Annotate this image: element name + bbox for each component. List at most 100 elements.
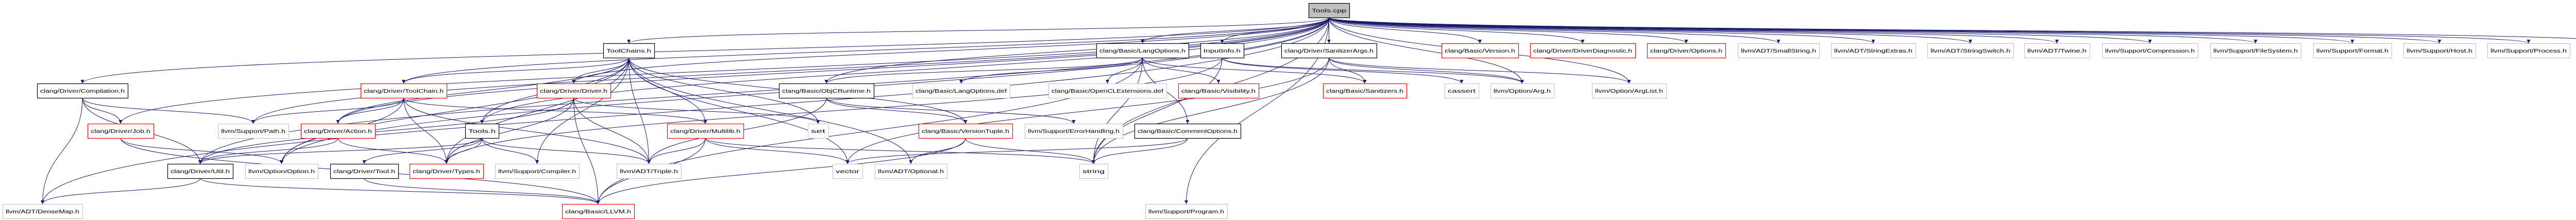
- node-toolchains_h[interactable]: ToolChains.h: [603, 43, 655, 59]
- node-visibility_h[interactable]: clang/Basic/Visibility.h: [1178, 83, 1260, 99]
- node-box: [1025, 124, 1123, 139]
- node-action_h[interactable]: clang/Driver/Action.h: [300, 123, 376, 139]
- edge-versiontuple_h-to-llvm_h: [596, 138, 966, 205]
- node-label: llvm/ADT/Optional.h: [878, 169, 944, 175]
- node-label: llvm/Support/Compiler.h: [498, 169, 576, 175]
- edge-driver_h-to-triple_h: [573, 97, 651, 164]
- edge-toolchain_h-to-multilib_h: [403, 97, 707, 124]
- node-version_h[interactable]: clang/Basic/Version.h: [1441, 43, 1519, 59]
- node-box: [1738, 43, 1820, 58]
- node-versiontuple_h[interactable]: clang/Basic/VersionTuple.h: [918, 123, 1013, 139]
- node-multilib_h[interactable]: clang/Driver/Multilib.h: [667, 123, 744, 139]
- node-label: llvm/ADT/Triple.h: [620, 169, 678, 175]
- node-option_h: llvm/Option/Option.h: [245, 164, 318, 179]
- node-util_h[interactable]: clang/Driver/Util.h: [167, 163, 234, 179]
- node-job_h[interactable]: clang/Driver/Job.h: [87, 123, 155, 139]
- node-label: llvm/Option/Option.h: [248, 169, 315, 175]
- node-box: [2487, 43, 2570, 58]
- edge-compilation_h-to-densemap_h: [41, 97, 83, 205]
- node-toolchain_h[interactable]: clang/Driver/ToolChain.h: [360, 83, 448, 99]
- node-options_h[interactable]: clang/Driver/Options.h: [1647, 43, 1726, 59]
- node-types_h[interactable]: clang/Driver/Types.h: [409, 163, 484, 179]
- node-errorhandling_h: llvm/Support/ErrorHandling.h: [1025, 124, 1123, 139]
- node-label: clang/Driver/DriverDiagnostic.h: [1533, 48, 1632, 54]
- edge-tools_cpp-to-stringswitch_h: [1329, 17, 1972, 44]
- node-arg_h: llvm/Option/Arg.h: [1490, 83, 1554, 98]
- edge-driver_h-to-llvm_h: [573, 97, 600, 205]
- node-tool_h[interactable]: clang/Driver/Tool.h: [330, 163, 399, 179]
- node-box: [409, 163, 484, 179]
- node-box: [1096, 43, 1190, 59]
- node-label: Tools.h: [468, 129, 496, 134]
- node-box: [87, 123, 155, 139]
- node-program_h: llvm/Support/Program.h: [1145, 204, 1228, 219]
- edge-toolchain_h-to-action_h: [336, 97, 404, 124]
- node-box: [833, 164, 863, 179]
- node-compilation_h[interactable]: clang/Driver/Compilation.h: [37, 83, 129, 99]
- node-label: clang/Basic/VersionTuple.h: [922, 129, 1009, 134]
- node-label: clang/Basic/Sanitizers.h: [1326, 89, 1403, 94]
- edge-tools_cpp-to-job_h: [118, 17, 1329, 124]
- edge-util_h-to-llvm_h: [200, 178, 600, 205]
- node-label: clang/Driver/Job.h: [91, 129, 150, 134]
- node-sanitizerargs_h[interactable]: clang/Driver/SanitizerArgs.h: [1281, 43, 1378, 59]
- node-label: llvm/Support/ErrorHandling.h: [1028, 129, 1120, 134]
- edge-langoptions_h-to-openclext_def: [1106, 57, 1143, 84]
- edge-tools_cpp-to-densemap_h: [41, 17, 1329, 205]
- node-driver_h[interactable]: clang/Driver/Driver.h: [536, 83, 612, 99]
- node-label: clang/Driver/Types.h: [413, 169, 480, 175]
- node-commentoptions_h[interactable]: clang/Basic/CommentOptions.h: [1134, 123, 1242, 139]
- node-label: clang/Driver/ToolChain.h: [364, 89, 444, 94]
- node-tools_h[interactable]: Tools.h: [465, 123, 500, 139]
- node-box: [2403, 43, 2476, 58]
- node-box: [360, 83, 448, 99]
- node-label: llvm/ADT/Twine.h: [2027, 48, 2087, 54]
- node-box: [2102, 43, 2198, 58]
- node-label: llvm/Option/ArgList.h: [1595, 89, 1663, 94]
- node-twine_h: llvm/ADT/Twine.h: [2024, 43, 2090, 58]
- node-box: [536, 83, 612, 99]
- node-box: [875, 164, 947, 179]
- node-label: set: [811, 129, 825, 134]
- node-label: clang/Basic/Visibility.h: [1181, 89, 1256, 94]
- node-box: [1592, 83, 1667, 98]
- node-triple_h: llvm/ADT/Triple.h: [617, 164, 682, 179]
- node-sanitizers_h[interactable]: clang/Basic/Sanitizers.h: [1323, 83, 1408, 99]
- node-box: [562, 204, 635, 219]
- node-label: clang/Basic/Version.h: [1445, 48, 1515, 54]
- edge-commentoptions_h-to-vector: [845, 138, 1188, 164]
- node-label: llvm/ADT/StringExtras.h: [1834, 48, 1912, 54]
- edge-sanitizerargs_h-to-vector: [845, 57, 1329, 164]
- node-llvm_h[interactable]: clang/Basic/LLVM.h: [562, 204, 635, 219]
- node-label: clang/Driver/Multilib.h: [670, 129, 740, 134]
- edge-tools_cpp-to-host_h: [1329, 17, 2441, 44]
- node-box: [1200, 43, 1245, 59]
- node-path_h: llvm/Support/Path.h: [218, 124, 289, 139]
- edge-toolchains_h-to-compiler_h: [535, 57, 629, 164]
- edge-sanitizerargs_h-to-string: [1092, 57, 1329, 164]
- node-objcruntime_h[interactable]: clang/Basic/ObjCRuntime.h: [778, 83, 875, 99]
- node-smallstring_h: llvm/ADT/SmallString.h: [1738, 43, 1820, 58]
- node-box: [167, 163, 234, 179]
- edge-multilib_h-to-vector: [705, 138, 850, 164]
- node-box: [2313, 43, 2392, 58]
- node-label: clang/Driver/Options.h: [1650, 48, 1722, 54]
- node-label: clang/Basic/LLVM.h: [565, 209, 631, 215]
- node-label: llvm/ADT/DenseMap.h: [6, 209, 79, 215]
- node-box: [918, 123, 1013, 139]
- edge-tools_cpp-to-twine_h: [1329, 17, 2059, 44]
- edge-inputinfo_h-to-cassert: [1222, 57, 1464, 84]
- node-box: [603, 43, 655, 59]
- node-langoptions_h[interactable]: clang/Basic/LangOptions.h: [1096, 43, 1190, 59]
- edge-inputinfo_h-to-types_h: [445, 57, 1223, 164]
- node-driverdiag_h[interactable]: clang/Driver/DriverDiagnostic.h: [1530, 43, 1636, 59]
- edge-compilation_h-to-path_h: [82, 97, 255, 124]
- node-set: set: [808, 124, 829, 139]
- edge-sanitizerargs_h-to-arglist_h: [1329, 57, 1631, 84]
- node-tools_cpp: Tools.cpp: [1308, 3, 1350, 19]
- node-inputinfo_h[interactable]: InputInfo.h: [1200, 43, 1245, 59]
- node-label: llvm/ADT/StringSwitch.h: [1930, 48, 2010, 54]
- edge-tools_cpp-to-path_h: [251, 17, 1329, 124]
- edge-toolchains_h-to-set: [629, 57, 820, 124]
